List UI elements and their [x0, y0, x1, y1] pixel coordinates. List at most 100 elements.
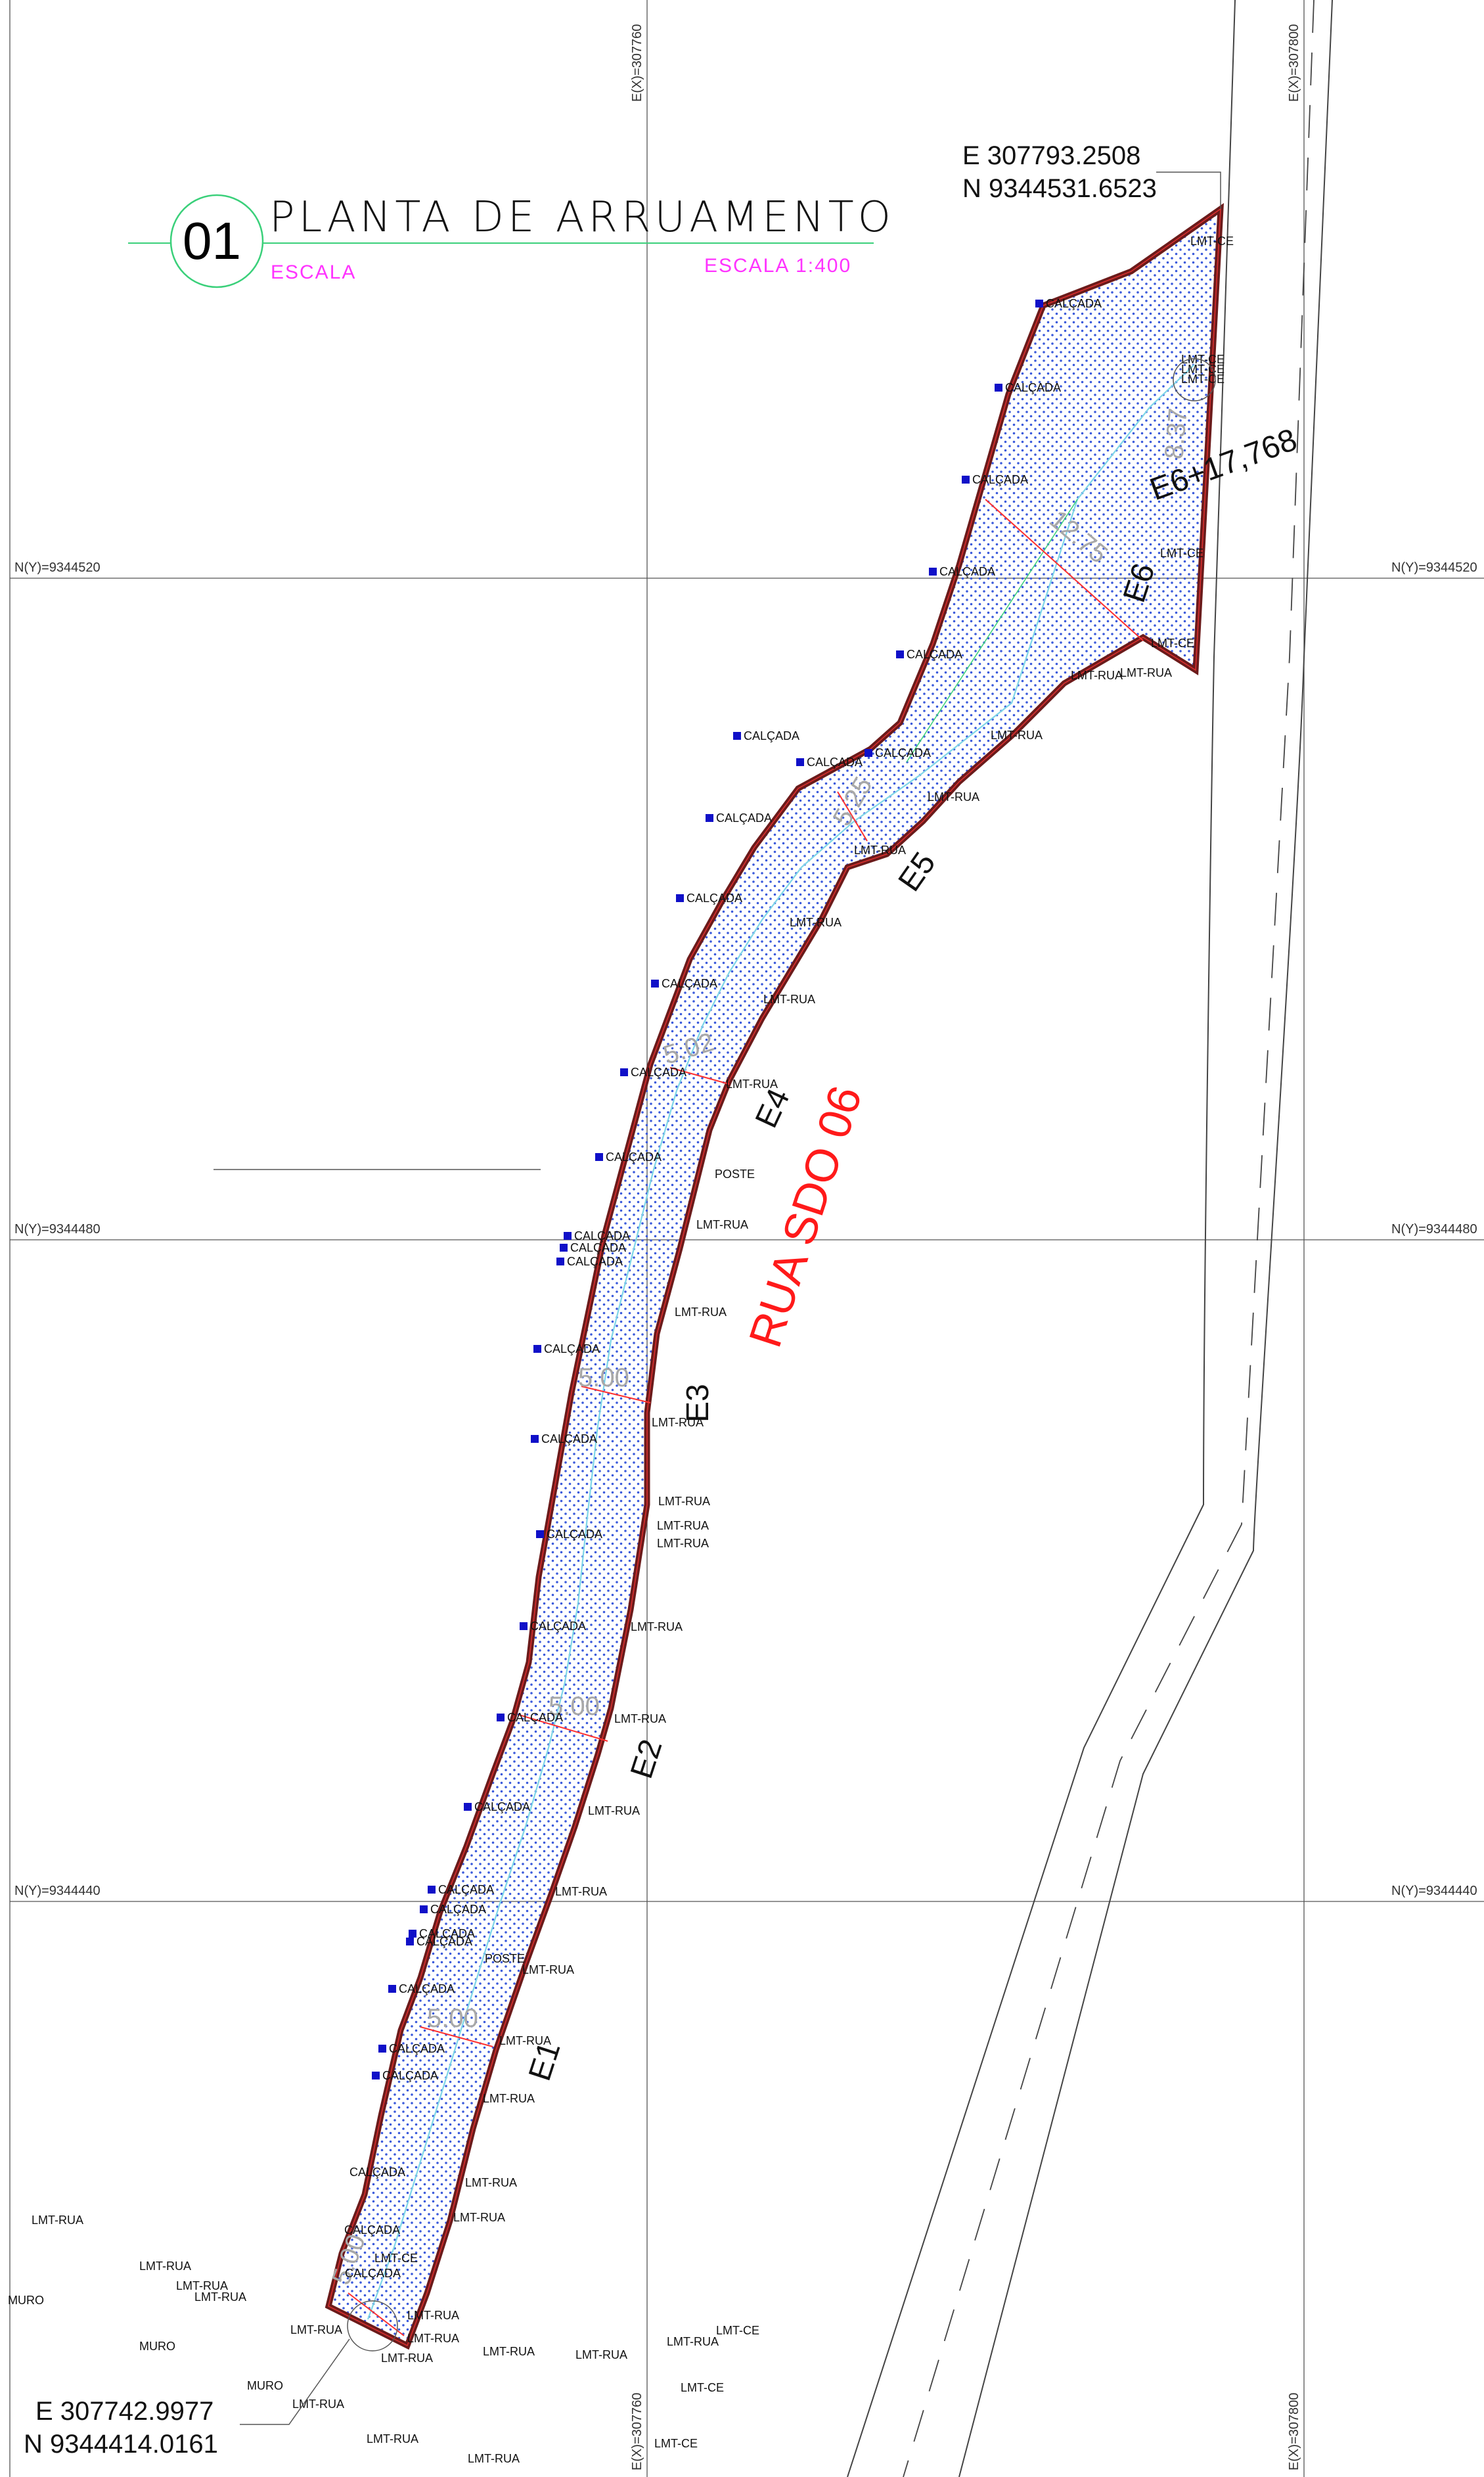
- calcada-marker: CALÇADA: [388, 1982, 455, 1995]
- street-polygon: [325, 203, 1224, 2350]
- lmt-rua-label: LMT-RUA: [790, 916, 842, 929]
- station-label-e4: E4: [749, 1083, 797, 1133]
- bottom-coordinate-n: N 9344414.0161: [24, 2430, 218, 2459]
- lmt-rua-label: LMT-RUA: [468, 2452, 520, 2465]
- svg-text:CALÇADA: CALÇADA: [570, 1241, 626, 1254]
- calcada-marker: CALÇADA: [420, 1903, 486, 1916]
- calcada-marker: CALÇADA: [497, 1711, 563, 1724]
- lmt-rua-label: LMT-RUA: [657, 1519, 709, 1532]
- svg-text:CALÇADA: CALÇADA: [547, 1528, 602, 1541]
- lmt-ce-label: LMT-CE: [374, 2252, 418, 2265]
- lmt-ce-label: LMT-CE: [716, 2324, 759, 2337]
- title-number-circle: [169, 194, 264, 288]
- calcada-marker: CALÇADA: [651, 977, 717, 990]
- lmt-rua-label: LMT-RUA: [991, 729, 1043, 742]
- svg-text:CALÇADA: CALÇADA: [574, 1229, 630, 1242]
- calcada-marker: CALÇADA: [676, 892, 742, 905]
- lmt-rua-label: LMT-RUA: [575, 2348, 627, 2361]
- lmt-rua-label: LMT-RUA: [675, 1306, 727, 1319]
- lmt-rua-label: LMT-RUA: [407, 2309, 459, 2322]
- lmt-ce-label: LMT-CE: [1160, 547, 1203, 560]
- lmt-rua-label: LMT-RUA: [657, 1537, 709, 1550]
- lmt-rua-label: LMT-RUA: [176, 2279, 228, 2292]
- calcada-marker: CALÇADA: [595, 1150, 662, 1164]
- svg-text:CALÇADA: CALÇADA: [1046, 297, 1102, 310]
- svg-text:CALÇADA: CALÇADA: [430, 1903, 486, 1916]
- calcada-marker: CALÇADA: [564, 1229, 630, 1242]
- svg-text:CALÇADA: CALÇADA: [907, 648, 962, 661]
- grid-label-n-9344520-right: N(Y)=9344520: [1391, 560, 1477, 575]
- lmt-ce-label: LMT-CE: [1151, 637, 1194, 650]
- lmt-rua-labels: LMT-RUA LMT-RUA LMT-RUA LMT-RUA LMT-RUA …: [32, 666, 1172, 2465]
- title-block: 01 PLANTA DE ARRUAMENTO ESCALA ESCALA 1:…: [128, 193, 895, 288]
- lmt-rua-label: LMT-RUA: [631, 1620, 683, 1633]
- calcada-marker: CALÇADA: [706, 811, 772, 825]
- calcada-marker: CALÇADA: [962, 473, 1028, 486]
- calcada-marker: CALÇADA: [560, 1241, 626, 1254]
- top-coordinate-n: N 9344531.6523: [962, 174, 1157, 203]
- calcada-marker: CALÇADA: [409, 1927, 475, 1940]
- lmt-rua-label: LMT-RUA: [465, 2176, 517, 2189]
- calcada-label: CALÇADA: [345, 2267, 401, 2280]
- calcada-marker: CALÇADA: [536, 1528, 602, 1541]
- grid-lines: [9, 0, 1484, 2477]
- centerline: [367, 364, 1195, 2320]
- muro-label: MURO: [139, 2340, 175, 2353]
- green-section-line: [906, 499, 1078, 763]
- lmt-ce-label: LMT-CE: [1181, 373, 1225, 386]
- svg-text:CALÇADA: CALÇADA: [744, 729, 799, 742]
- calcada-markers: CALÇADA CALÇADA CALÇADA CALÇADA CALÇADA …: [344, 297, 1102, 2280]
- grid-label-e-307800-top: E(X)=307800: [1287, 24, 1301, 102]
- grid-label-n-9344480-left: N(Y)=9344480: [14, 1222, 101, 1237]
- svg-text:CALÇADA: CALÇADA: [939, 565, 995, 578]
- lmt-rua-label: LMT-RUA: [290, 2323, 342, 2336]
- coordinate-labels: E 307793.2508 N 9344531.6523 E 307742.99…: [24, 141, 1157, 2459]
- misc-labels: POSTE POSTE MURO MURO MURO: [8, 1168, 755, 2392]
- svg-text:CALÇADA: CALÇADA: [507, 1711, 563, 1724]
- svg-text:CALÇADA: CALÇADA: [416, 1935, 472, 1948]
- lmt-rua-label: LMT-RUA: [1071, 669, 1123, 682]
- scale-label-left: ESCALA: [271, 261, 356, 283]
- dimension-label: 8.37: [1159, 407, 1193, 460]
- svg-text:CALÇADA: CALÇADA: [544, 1342, 600, 1355]
- lmt-ce-label: LMT-CE: [681, 2381, 724, 2394]
- top-coordinate-e: E 307793.2508: [962, 141, 1140, 170]
- grid-label-e-307800-bottom: E(X)=307800: [1287, 2393, 1301, 2470]
- svg-text:CALÇADA: CALÇADA: [474, 1800, 530, 1813]
- grid-label-e-307760-top: E(X)=307760: [630, 24, 644, 102]
- end-station-circle: [1173, 358, 1216, 401]
- poste-label: POSTE: [715, 1168, 755, 1181]
- scale-label-right: ESCALA 1:400: [704, 255, 851, 277]
- lmt-rua-label: LMT-RUA: [381, 2352, 433, 2365]
- lmt-rua-label: LMT-RUA: [928, 790, 979, 804]
- calcada-marker: CALÇADA: [556, 1255, 623, 1268]
- grid-labels: E(X)=307760 E(X)=307800 E(X)=307760 E(X)…: [14, 24, 1477, 2470]
- dimension-label: 5.00: [578, 1363, 629, 1392]
- lmt-rua-label: LMT-RUA: [194, 2290, 246, 2304]
- grid-label-n-9344440-right: N(Y)=9344440: [1391, 1884, 1477, 1898]
- lmt-ce-label: LMT-CE: [654, 2437, 698, 2450]
- calcada-marker: CALÇADA: [378, 2042, 445, 2055]
- svg-text:CALÇADA: CALÇADA: [567, 1255, 623, 1268]
- svg-text:CALÇADA: CALÇADA: [972, 473, 1028, 486]
- calcada-label: CALÇADA: [349, 2166, 405, 2179]
- calcada-marker: CALÇADA: [865, 746, 931, 760]
- lmt-ce-label: LMT-CE: [1190, 235, 1234, 248]
- svg-text:CALÇADA: CALÇADA: [875, 746, 931, 760]
- calcada-marker: CALÇADA: [620, 1066, 686, 1079]
- svg-text:CALÇADA: CALÇADA: [807, 756, 863, 769]
- svg-text:CALÇADA: CALÇADA: [419, 1927, 475, 1940]
- svg-text:CALÇADA: CALÇADA: [686, 892, 742, 905]
- lmt-rua-label: LMT-RUA: [763, 993, 815, 1006]
- station-label-e3: E3: [681, 1384, 715, 1422]
- lmt-rua-label: LMT-RUA: [652, 1416, 704, 1429]
- dimension-labels: 5.00 5.00 5.00 5.00 5.02 5.25 12.75 8.37: [326, 407, 1193, 2288]
- lmt-rua-label: LMT-RUA: [453, 2211, 505, 2224]
- calcada-marker: CALÇADA: [995, 381, 1061, 394]
- lmt-ce-labels: LMT-CE LMT-CE LMT-CE LMT-CE LMT-CE LMT-C…: [374, 235, 1234, 2450]
- page-title: PLANTA DE ARRUAMENTO: [269, 193, 895, 242]
- svg-text:CALÇADA: CALÇADA: [1005, 381, 1061, 394]
- lmt-rua-label: LMT-RUA: [726, 1078, 778, 1091]
- calcada-marker: CALÇADA: [929, 565, 995, 578]
